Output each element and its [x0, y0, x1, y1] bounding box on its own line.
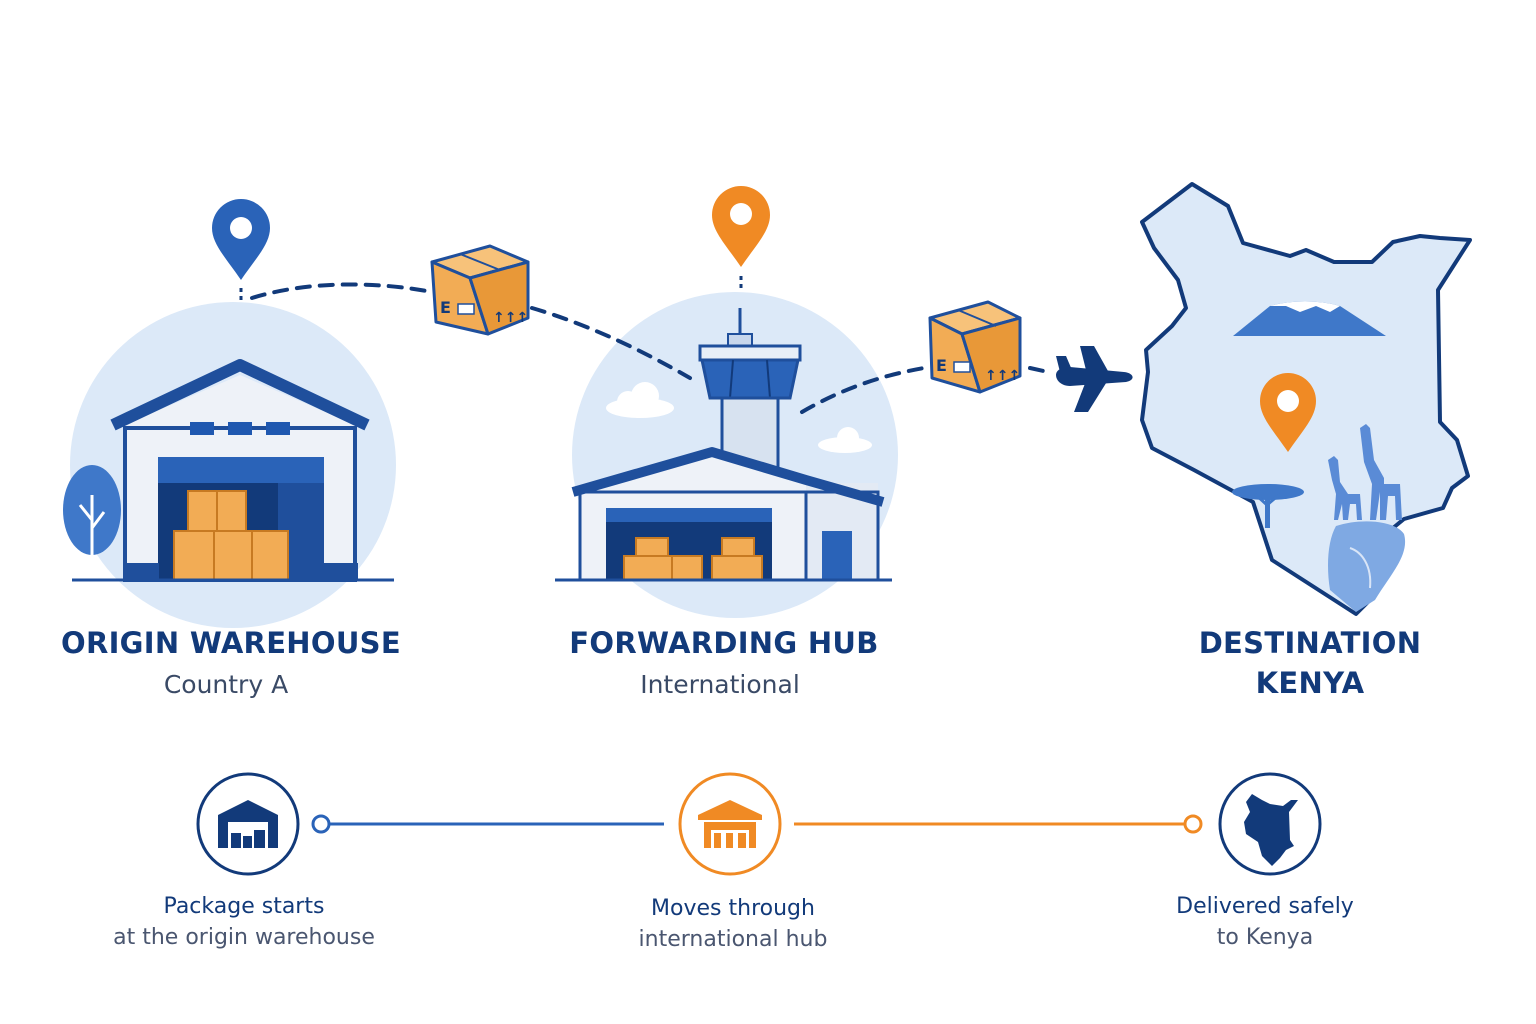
forwarding-hub-illustration [555, 186, 898, 618]
svg-text:↑↑↑: ↑↑↑ [493, 310, 528, 326]
timeline-node [1183, 814, 1203, 834]
timeline-caption-line1: Delivered safely [1176, 894, 1354, 919]
giraffe-icon [1328, 424, 1402, 520]
timeline-caption-1: Package starts at the origin warehouse [44, 894, 444, 950]
step-kenya-badge [1218, 772, 1322, 876]
control-tower-icon [698, 308, 802, 470]
timeline-caption-line2: at the origin warehouse [113, 925, 375, 950]
timeline-caption-line2: international hub [638, 927, 828, 952]
cloud-icon [606, 382, 674, 418]
svg-text:E: E [936, 356, 947, 375]
parcel-box-icon: E ↑↑↑ [928, 300, 1022, 394]
warehouse-icon [218, 800, 278, 848]
step-hub-badge [678, 772, 782, 876]
svg-text:↑↑↑: ↑↑↑ [985, 368, 1020, 384]
location-pin-blue-icon [212, 199, 270, 300]
step-warehouse-badge [196, 772, 300, 876]
svg-text:E: E [440, 298, 451, 317]
location-pin-orange-icon [712, 186, 770, 290]
parcel-box-icon: E ↑↑↑ [430, 244, 530, 336]
progress-timeline [196, 772, 1322, 876]
timeline-caption-line2: to Kenya [1216, 925, 1314, 950]
mountain-icon [1233, 301, 1386, 336]
hub-icon [698, 800, 762, 848]
stage-title-destination: DESTINATION [1198, 626, 1422, 660]
stage-title-hub: FORWARDING HUB [569, 626, 879, 660]
kenya-map-illustration [1140, 182, 1472, 616]
cloud-icon [818, 427, 872, 453]
stage-title-origin: ORIGIN WAREHOUSE [61, 626, 401, 660]
lake-icon [1328, 521, 1406, 612]
timeline-caption-line1: Package starts [163, 894, 325, 919]
stage-subtitle-origin: Country A [163, 670, 289, 699]
location-pin-orange-icon [1260, 373, 1316, 452]
airplane-icon [1056, 346, 1133, 412]
acacia-tree-icon [1232, 484, 1304, 528]
timeline-caption-3: Delivered safely to Kenya [1065, 894, 1465, 950]
stage-subtitle-hub: International [640, 670, 800, 699]
stacked-boxes-icon [173, 490, 289, 581]
tree-icon [63, 465, 121, 580]
stage-title-destination-country: KENYA [1255, 666, 1365, 700]
origin-warehouse-illustration [63, 199, 396, 628]
kenya-map-icon [1244, 794, 1298, 866]
timeline-caption-2: Moves through international hub [533, 896, 933, 952]
timeline-caption-line1: Moves through [651, 896, 815, 921]
timeline-node [311, 814, 331, 834]
